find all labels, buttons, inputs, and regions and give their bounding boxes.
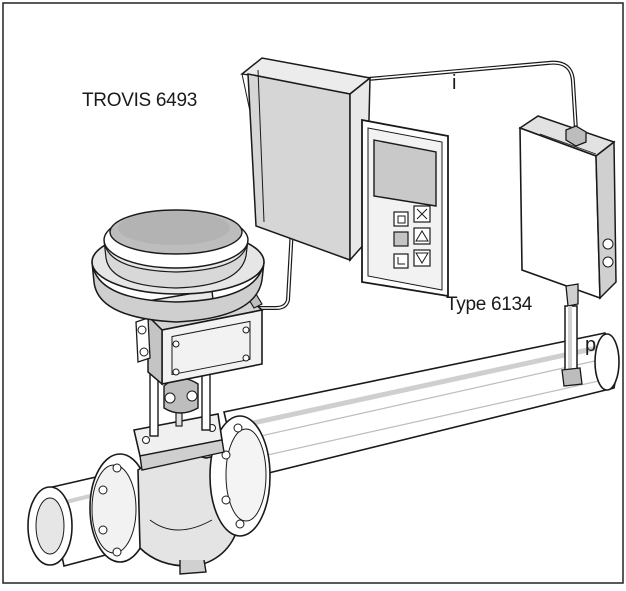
valve-body <box>89 413 271 575</box>
process-pipe <box>223 332 620 481</box>
trovis-controller <box>240 57 449 298</box>
diaphragm-actuator <box>91 209 265 323</box>
pressure-signal-tube <box>561 305 583 387</box>
controller-keypad <box>393 205 431 269</box>
controller-label: TROVIS 6493 <box>82 90 197 111</box>
pressure-signal-label: p <box>585 334 596 356</box>
type-6134-transducer <box>518 115 617 307</box>
current-signal-label: i <box>452 72 457 94</box>
transducer-label: Type 6134 <box>446 294 533 315</box>
